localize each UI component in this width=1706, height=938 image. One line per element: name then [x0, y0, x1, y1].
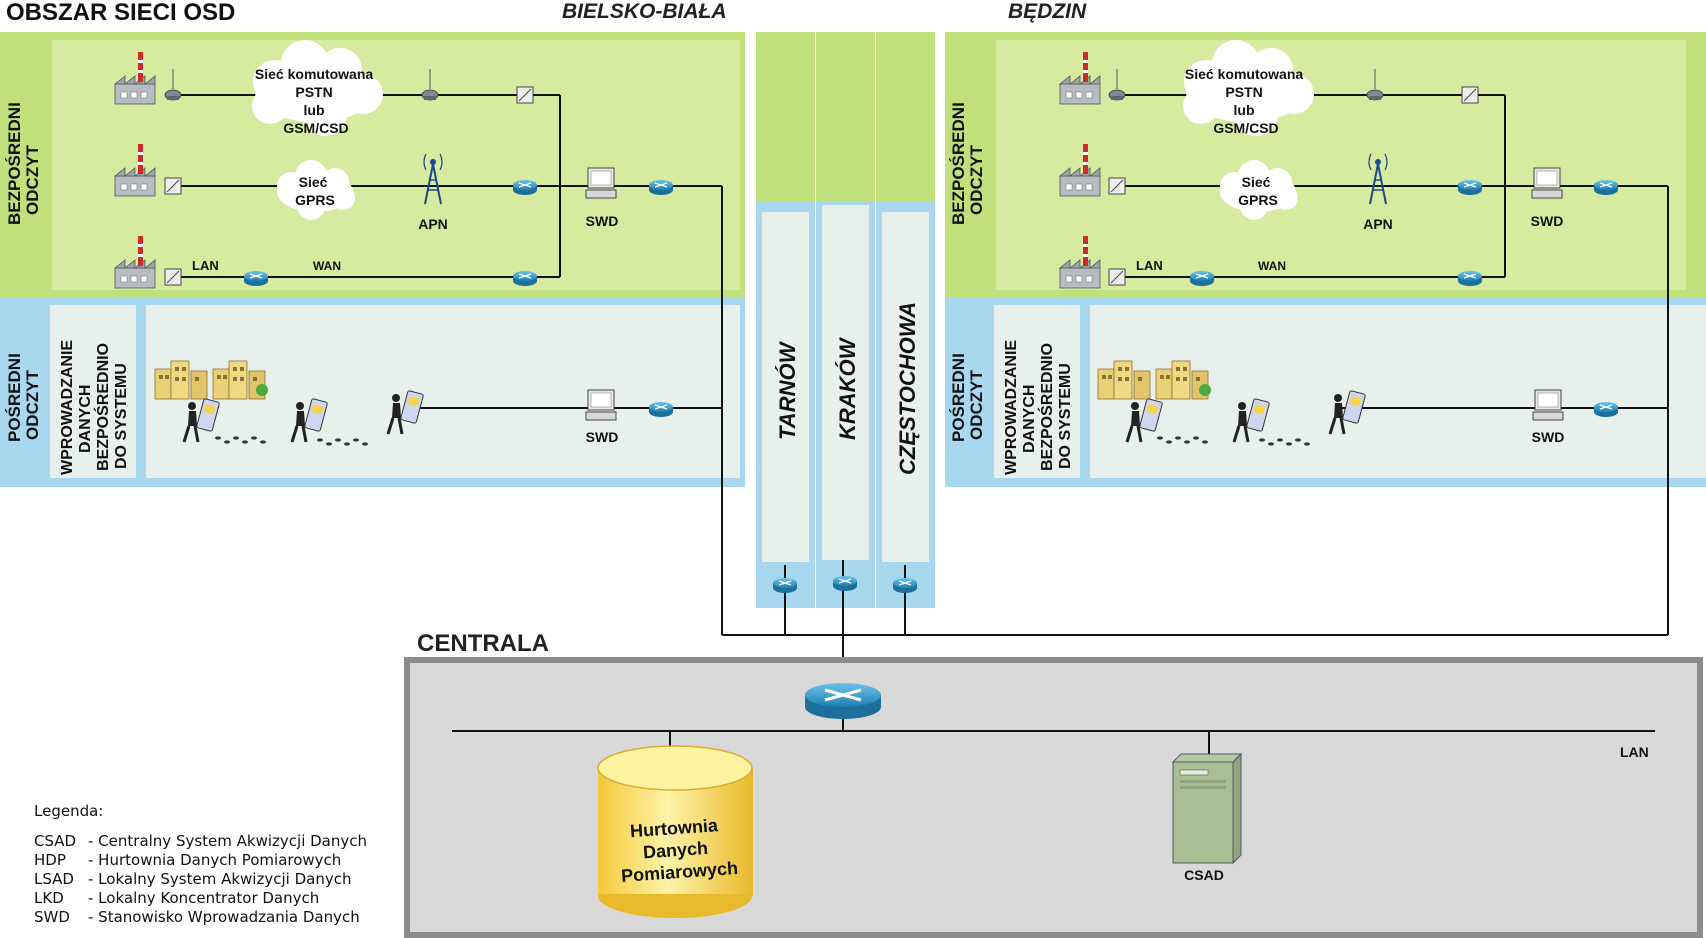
meter-box-icon — [1108, 177, 1126, 195]
legend-item: LSAD- Lokalny System Akwizycji Danych — [34, 870, 352, 888]
region-label-krakow: KRAKÓW — [835, 336, 860, 440]
router-icon — [512, 270, 538, 287]
legend-title: Legenda: — [34, 802, 104, 820]
side-label-manual-right: WPROWADZANIEDANYCHBEZPOŚREDNIODO SYSTEMU — [1003, 340, 1074, 475]
workstation-icon — [585, 389, 617, 421]
router-icon — [1593, 401, 1619, 418]
server-icon — [1171, 752, 1243, 865]
workstation-icon — [1532, 389, 1564, 421]
legend-item: LKD- Lokalny Koncentrator Danych — [34, 889, 320, 907]
apn-label-left: APN — [418, 216, 448, 232]
meter-box-icon — [1461, 86, 1479, 104]
region-title-left: BIELSKO-BIAŁA — [562, 0, 727, 23]
central-router-icon — [803, 681, 883, 721]
pstn-cloud-label-left: Sieć komutowana PSTN lub GSM/CSD — [255, 66, 377, 136]
router-icon — [892, 577, 918, 594]
side-label-manual-left: WPROWADZANIEDANYCHBEZPOŚREDNIODO SYSTEMU — [59, 340, 130, 475]
router-icon — [1189, 270, 1215, 287]
side-label-direct-right: ODCZYTBEZPOŚREDNI — [949, 102, 986, 225]
region-label-tarnow: TARNÓW — [775, 340, 800, 440]
left-region: ODCZYTBEZPOŚREDNI ODCZYTPOŚREDNI WPROWAD… — [0, 32, 745, 635]
gprs-cloud-label-right: Sieć GPRS — [1238, 174, 1278, 208]
swd-label-left-bottom: SWD — [586, 429, 619, 445]
apn-label-right: APN — [1363, 216, 1393, 232]
middle-regions: TARNÓW KRAKÓW CZĘSTOCHOWA — [756, 32, 935, 700]
wan-label-right: WAN — [1258, 259, 1286, 273]
main-title: OBSZAR SIECI OSD — [6, 0, 235, 26]
swd-label-left-top: SWD — [586, 213, 619, 229]
router-icon — [832, 575, 858, 592]
swd-label-right-bottom: SWD — [1532, 429, 1565, 445]
meter-box-icon — [516, 86, 534, 104]
side-label-indirect-left: ODCZYTPOŚREDNI — [5, 353, 42, 442]
router-icon — [1457, 270, 1483, 287]
meter-box-icon — [164, 268, 182, 286]
wan-label-left: WAN — [313, 259, 341, 273]
side-label-direct-left: ODCZYTBEZPOŚREDNI — [5, 102, 42, 225]
router-icon — [648, 401, 674, 418]
meter-box-icon — [1108, 268, 1126, 286]
workstation-icon — [585, 167, 617, 199]
region-label-czestochowa: CZĘSTOCHOWA — [895, 302, 920, 475]
central-box: LAN Hurtownia Danych Pomiarowych CSAD — [404, 657, 1703, 938]
router-icon — [243, 270, 269, 287]
central-title: CENTRALA — [417, 630, 549, 657]
gprs-cloud-label-left: Sieć GPRS — [295, 174, 335, 208]
router-icon — [1457, 179, 1483, 196]
pstn-cloud-label-right: Sieć komutowana PSTN lub GSM/CSD — [1185, 66, 1307, 136]
meter-box-icon — [164, 177, 182, 195]
server-label: CSAD — [1184, 867, 1224, 883]
legend: Legenda: CSAD- Centralny System Akwizycj… — [34, 802, 367, 927]
central-lan-label: LAN — [1620, 744, 1649, 760]
lan-label-left: LAN — [192, 258, 219, 273]
workstation-icon — [1531, 167, 1563, 199]
router-icon — [512, 179, 538, 196]
right-region: ODCZYTBEZPOŚREDNI ODCZYTPOŚREDNI WPROWAD… — [722, 32, 1706, 636]
router-icon — [1593, 179, 1619, 196]
data-warehouse-icon — [597, 745, 753, 918]
legend-item: SWD- Stanowisko Wprowadzania Danych — [34, 908, 360, 926]
lan-label-right: LAN — [1136, 258, 1163, 273]
legend-item: HDP- Hurtownia Danych Pomiarowych — [34, 851, 342, 869]
router-icon — [772, 577, 798, 594]
router-icon — [648, 179, 674, 196]
region-title-right: BĘDZIN — [1008, 0, 1087, 23]
side-label-indirect-right: ODCZYTPOŚREDNI — [949, 353, 986, 442]
legend-item: CSAD- Centralny System Akwizycji Danych — [34, 832, 368, 850]
swd-label-right-top: SWD — [1531, 213, 1564, 229]
